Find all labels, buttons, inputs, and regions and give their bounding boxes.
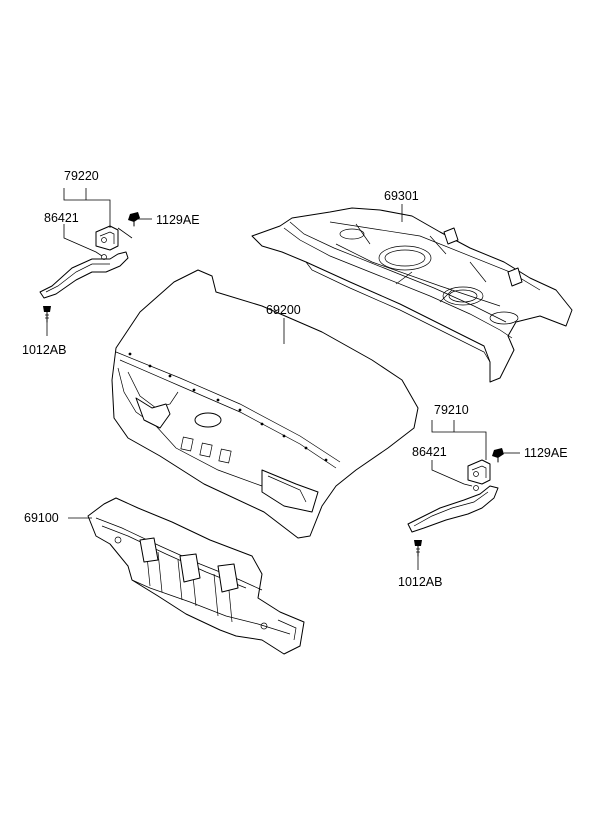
screw-right: [414, 540, 422, 557]
flange-holes: [128, 352, 328, 462]
label-bolt-left: 1129AE: [156, 213, 200, 227]
label-spring-right: 86421: [412, 445, 447, 459]
hinge-right-assembly: [407, 420, 520, 570]
label-spring-left: 86421: [44, 211, 79, 225]
back-panel: [68, 497, 305, 655]
package-tray-panel: [251, 204, 573, 383]
label-back-panel: 69100: [24, 511, 59, 525]
trunk-lid-panel: [111, 269, 419, 539]
label-screw-right: 1012AB: [398, 575, 442, 589]
hinge-left-assembly: [39, 188, 152, 336]
label-trunk-lid: 69200: [266, 303, 301, 317]
label-hinge-right: 79210: [434, 403, 469, 417]
bolt-left: [128, 212, 140, 227]
label-screw-left: 1012AB: [22, 343, 66, 357]
bolt-right: [492, 448, 504, 463]
label-bolt-right: 1129AE: [524, 446, 568, 460]
screw-left: [43, 306, 51, 323]
label-hinge-left: 79220: [64, 169, 99, 183]
label-package-tray: 69301: [384, 189, 419, 203]
